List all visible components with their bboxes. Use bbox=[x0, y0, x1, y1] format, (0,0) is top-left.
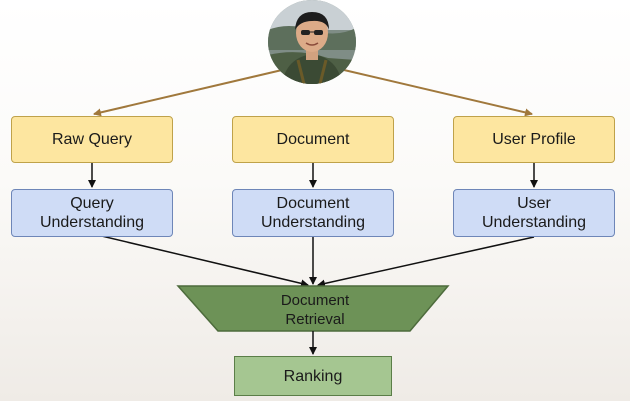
avatar-to-raw-query-arrow bbox=[93, 69, 283, 117]
document-understanding-box: Document Understanding bbox=[232, 189, 394, 237]
user-profile-box: User Profile bbox=[453, 116, 615, 163]
query-understanding-box: Query Understanding bbox=[11, 189, 173, 237]
avatar-to-user-profile-arrow bbox=[343, 69, 533, 117]
ranking-label: Ranking bbox=[283, 367, 343, 385]
document-retrieval-label: Document Retrieval bbox=[280, 292, 350, 328]
document-box: Document bbox=[232, 116, 394, 163]
ranking-box: Ranking bbox=[234, 356, 392, 396]
user-understanding-to-retrieval-arrow bbox=[317, 236, 535, 288]
document-understanding-label: Document Understanding bbox=[260, 195, 366, 231]
query-understanding-to-retrieval-arrow bbox=[71, 228, 309, 288]
user-understanding-box: User Understanding bbox=[453, 189, 615, 237]
user-understanding-label: User Understanding bbox=[481, 195, 587, 231]
raw-query-box: Raw Query bbox=[11, 116, 173, 163]
user-profile-label: User Profile bbox=[492, 131, 576, 148]
query-understanding-label: Query Understanding bbox=[39, 195, 145, 231]
retrieval-trapezoid bbox=[176, 285, 450, 332]
avatar bbox=[268, 0, 356, 84]
person-photo-icon bbox=[268, 0, 356, 84]
document-label: Document bbox=[276, 131, 350, 148]
raw-query-label: Raw Query bbox=[51, 131, 133, 148]
